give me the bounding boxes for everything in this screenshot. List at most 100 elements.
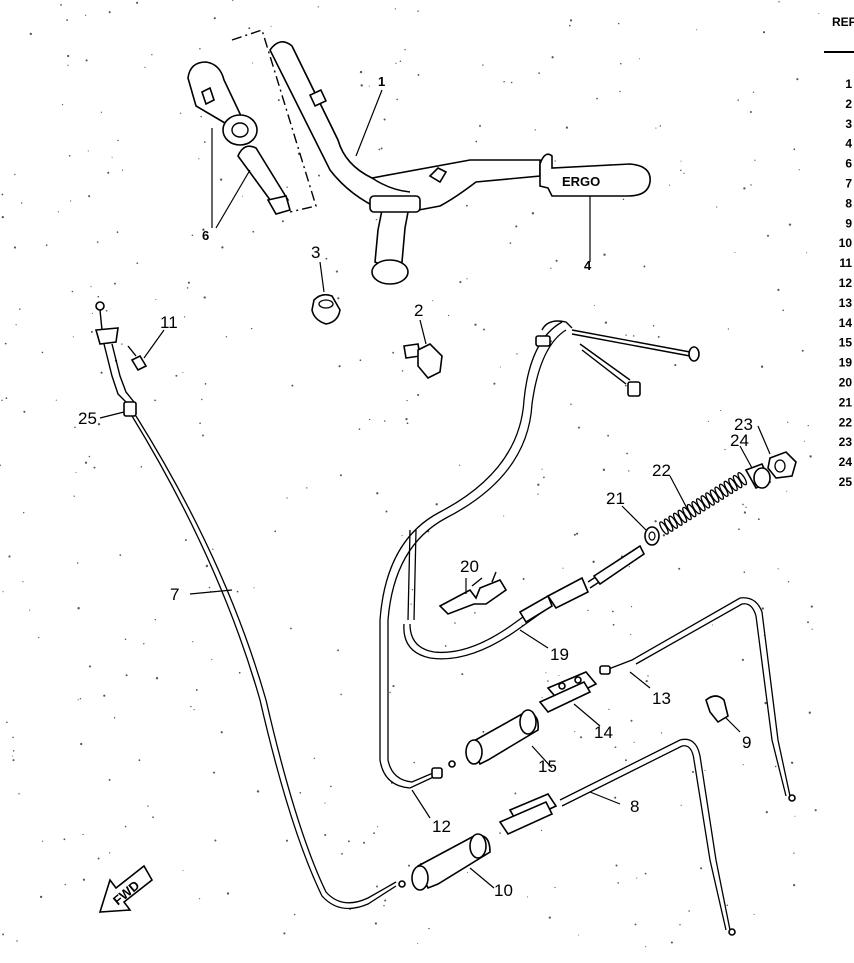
ref-item: 2 <box>845 97 852 111</box>
ref-item: 20 <box>839 376 853 390</box>
speckle <box>138 759 141 762</box>
speckle <box>811 628 813 630</box>
speckle <box>221 246 224 249</box>
left-grip-parts <box>187 29 317 215</box>
speckle <box>111 156 113 158</box>
speckle <box>734 252 736 254</box>
speckle <box>39 895 43 899</box>
speckle <box>41 351 44 354</box>
speckle <box>82 878 86 881</box>
speckle <box>368 418 371 421</box>
speckle <box>55 399 57 401</box>
speckle <box>538 72 540 74</box>
speckle <box>136 1 139 4</box>
throttle-cable-assembly <box>94 301 406 910</box>
speckle <box>339 474 342 477</box>
ref-item: 22 <box>839 415 853 429</box>
speckle <box>777 568 779 570</box>
speckle <box>645 946 647 948</box>
speckle <box>417 10 419 12</box>
speckle <box>807 621 809 624</box>
speckle <box>191 234 194 236</box>
ref-item: 6 <box>845 157 852 171</box>
speckle <box>324 833 327 837</box>
speckle <box>625 759 627 762</box>
callout-2: 2 <box>414 301 423 320</box>
speckle <box>340 693 342 696</box>
speckle <box>794 815 796 817</box>
fwd-arrow-icon: FWD <box>98 864 154 913</box>
speckle <box>620 62 622 65</box>
speckle <box>394 8 397 10</box>
speckle <box>793 884 796 887</box>
speckle <box>405 418 408 421</box>
speckle <box>144 66 146 69</box>
speckle <box>151 54 153 56</box>
speckle <box>208 586 211 589</box>
paper-speckles <box>0 0 820 948</box>
speckle <box>182 371 184 374</box>
speckle <box>482 64 484 66</box>
speckle <box>602 468 606 471</box>
speckle <box>716 206 718 208</box>
speckle <box>313 757 316 759</box>
speckle <box>565 126 569 129</box>
washer-part <box>644 526 660 546</box>
speckle <box>654 520 657 523</box>
speckle <box>655 127 657 129</box>
speckle <box>1 193 4 196</box>
speckle <box>175 374 178 377</box>
ref-item: 10 <box>839 236 853 250</box>
speckle <box>154 399 156 402</box>
speckle <box>720 410 722 412</box>
ref-item: 19 <box>839 356 853 370</box>
callout-4: 4 <box>584 258 592 273</box>
callout-24: 24 <box>730 431 749 450</box>
speckle <box>299 791 302 794</box>
speckle <box>628 470 630 472</box>
speckle <box>764 701 767 705</box>
speckle <box>630 605 633 608</box>
speckle <box>633 741 635 743</box>
speckle <box>634 923 637 926</box>
speckle <box>219 178 223 181</box>
speckle <box>568 24 571 27</box>
speckle <box>383 904 385 907</box>
speckle <box>383 118 386 121</box>
speckle <box>155 298 157 301</box>
speckle <box>136 262 139 265</box>
speckle <box>657 335 660 338</box>
throttle-tube-15-part <box>465 709 539 766</box>
speckle <box>77 699 79 701</box>
speckle <box>395 62 397 64</box>
speckle <box>63 838 66 841</box>
speckle <box>337 297 340 300</box>
speckle <box>503 80 505 83</box>
ref-item: 24 <box>839 455 853 469</box>
speckle <box>406 422 409 425</box>
speckle <box>396 98 399 101</box>
speckle <box>743 571 746 573</box>
speckle <box>745 506 747 508</box>
speckle <box>108 11 111 14</box>
speckle <box>818 12 820 15</box>
speckle <box>198 898 201 900</box>
speckle <box>341 853 343 855</box>
speckle <box>788 223 792 226</box>
speckle <box>754 159 756 161</box>
speckle <box>790 761 794 764</box>
speckle <box>428 927 430 930</box>
speckle <box>385 510 388 513</box>
speckle <box>738 528 740 531</box>
speckle <box>482 730 485 733</box>
speckle <box>190 705 192 708</box>
speckle <box>93 421 95 423</box>
speckle <box>29 609 31 611</box>
speckle <box>413 761 415 764</box>
speckle <box>318 174 320 177</box>
speckle <box>432 300 434 302</box>
speckle <box>401 370 404 372</box>
speckle <box>483 328 485 331</box>
speckle <box>625 334 627 336</box>
